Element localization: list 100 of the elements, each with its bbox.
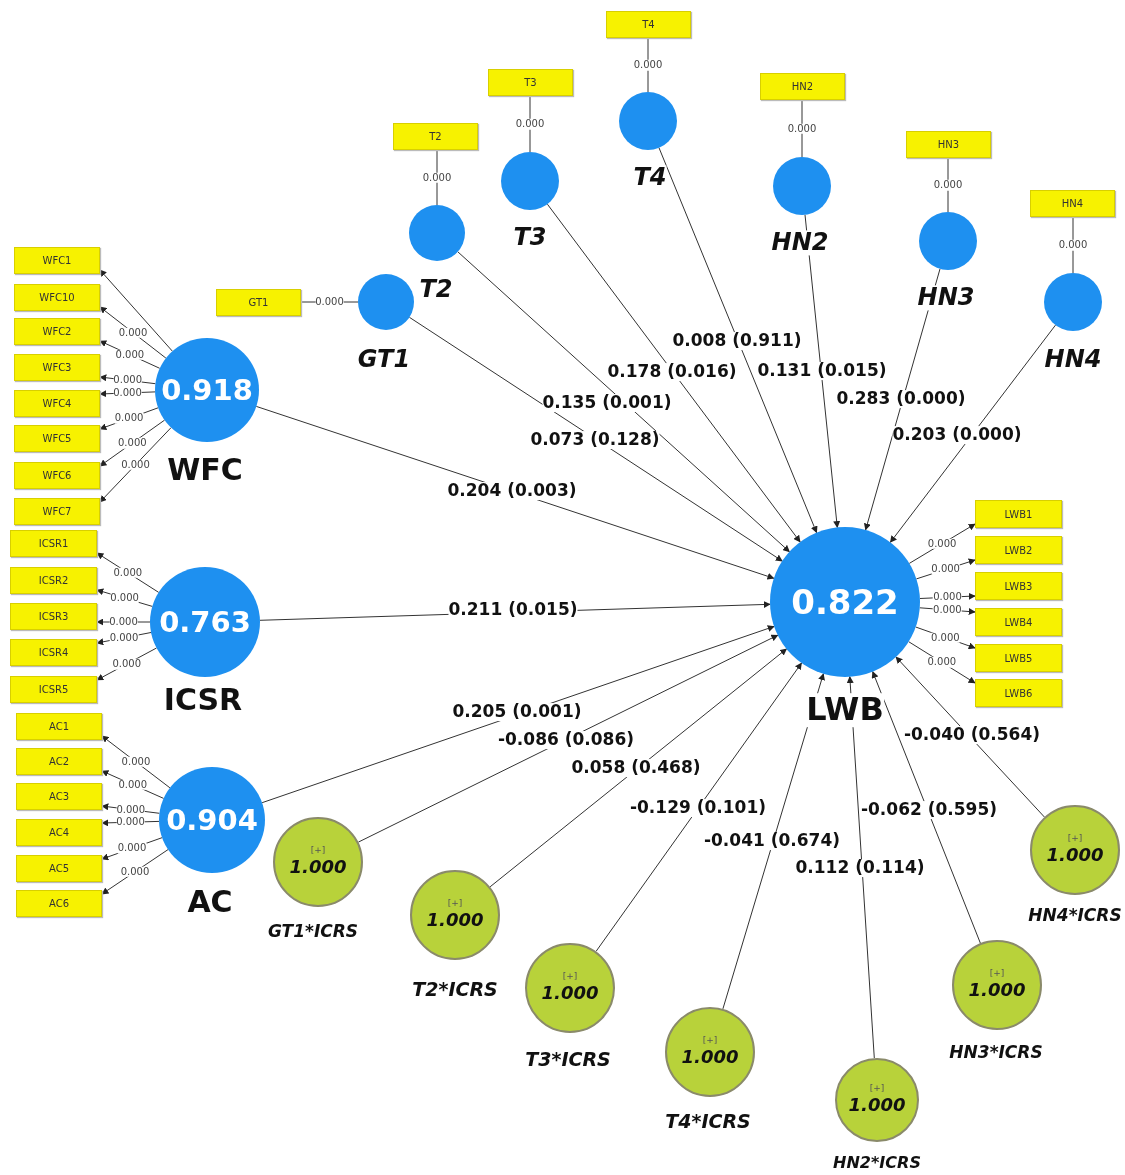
indicator-box: AC2 [16,748,102,775]
indicator-box: WFC5 [14,425,100,452]
indicator-box: WFC6 [14,462,100,489]
indicator-box: LWB1 [975,500,1062,528]
indicator-box: HN3 [906,131,991,158]
edge-label: 0.000 [113,567,143,578]
indicator-box: WFC3 [14,354,100,381]
edge-label: 0.008 (0.911) [672,332,802,350]
indicator-box: AC4 [16,819,102,846]
edge-label: 0.000 [931,632,960,643]
edge-label: 0.000 [118,327,148,338]
edge-label: 0.000 [114,413,144,424]
expand-marker: [+] [869,1083,885,1093]
construct-label: LWB [806,693,884,727]
edge-label: 0.135 (0.001) [542,394,672,412]
edge-label: 0.000 [118,779,148,790]
edge-label: 0.000 [633,59,663,71]
edge-label: 0.000 [933,179,963,191]
edge-label: 0.000 [787,123,817,134]
r-squared-value: 1.000 [541,980,599,1005]
edge-label: 0.000 [113,387,142,399]
path-arrow [261,625,775,804]
edge-label: 0.000 [110,592,139,604]
path-arrow [889,324,1056,543]
path-arrow [546,203,801,543]
edge-label: 0.283 (0.000) [836,390,966,408]
edge-label: 0.131 (0.015) [757,362,887,380]
construct-circle [501,152,559,210]
path-arrow [595,662,802,952]
edge-label: 0.000 [116,816,145,828]
indicator-box: T3 [488,69,573,96]
edge-label: 0.000 [118,437,147,449]
edge-label: 0.000 [109,632,139,643]
construct-circle [619,92,677,150]
edge-label: -0.040 (0.564) [903,726,1041,744]
indicator-box: HN2 [760,73,845,100]
construct-circle [1044,273,1102,331]
indicator-box: LWB6 [975,679,1062,707]
r-squared-value: 1.000 [426,907,484,932]
r-squared-value: 1.000 [681,1044,739,1069]
construct-circle [773,157,831,215]
expand-marker: [+] [447,898,463,908]
indicator-box: LWB2 [975,536,1062,564]
r-squared-value: 0.918 [161,373,253,407]
edge-label: 0.112 (0.114) [795,859,925,877]
edge-label: 0.000 [1058,239,1088,251]
construct-circle [358,274,414,330]
edge-label: 0.178 (0.016) [607,363,737,381]
indicator-box: HN4 [1030,190,1115,217]
construct-label: HN2 [771,230,829,256]
indicator-box: WFC1 [14,247,100,274]
indicator-box: AC5 [16,855,102,882]
edge-label: 0.000 [112,658,142,670]
edge-label: 0.000 [121,756,151,768]
edge-label: 0.000 [933,592,962,603]
r-squared-value: 0.904 [166,803,258,837]
construct-label: HN3 [917,285,975,311]
indicator-box: LWB3 [975,572,1062,600]
edge-label: 0.000 [121,459,150,471]
indicator-box: WFC7 [14,498,100,525]
edge-label: 0.205 (0.001) [452,703,582,721]
edge-label: 0.000 [120,866,150,878]
indicator-box: GT1 [216,289,301,316]
path-arrow [489,648,788,888]
path-arrow [408,316,783,562]
indicator-box: AC1 [16,713,102,740]
expand-marker: [+] [562,971,578,981]
edge-label: 0.000 [931,564,960,575]
edge-label: 0.000 [927,657,957,668]
edge-label: 0.000 [115,349,145,360]
r-squared-value: 1.000 [848,1092,906,1117]
edge-label: 0.000 [113,375,142,386]
indicator-box: AC6 [16,890,102,917]
indicator-box: LWB5 [975,644,1062,672]
edge-label: 0.000 [116,804,145,815]
indicator-box: ICSR3 [10,603,97,630]
expand-marker: [+] [702,1035,718,1045]
edge-label: 0.203 (0.000) [892,426,1022,444]
indicator-box: ICSR2 [10,567,97,594]
edge-label: 0.073 (0.128) [530,431,660,449]
edge-label: 0.211 (0.015) [448,601,578,619]
path-arrow [804,214,841,529]
indicator-box: ICSR1 [10,530,97,557]
indicator-box: T2 [393,123,478,150]
indicator-box: T4 [606,11,691,38]
path-arrow [658,147,818,534]
r-squared-value: 1.000 [289,854,347,879]
path-arrow [99,269,173,352]
construct-circle [409,205,465,261]
edge-label: 0.000 [422,172,452,183]
edge-label: -0.041 (0.674) [703,832,841,850]
edge-label: -0.129 (0.101) [629,799,767,817]
indicator-box: ICSR4 [10,639,97,666]
expand-marker: [+] [989,968,1005,978]
r-squared-value: 1.000 [1046,842,1104,867]
edge-label: 0.000 [117,843,147,854]
indicator-box: WFC4 [14,390,100,417]
edge-label: 0.000 [933,604,962,616]
r-squared-value: 1.000 [968,977,1026,1002]
edge-label: 0.000 [927,538,957,549]
